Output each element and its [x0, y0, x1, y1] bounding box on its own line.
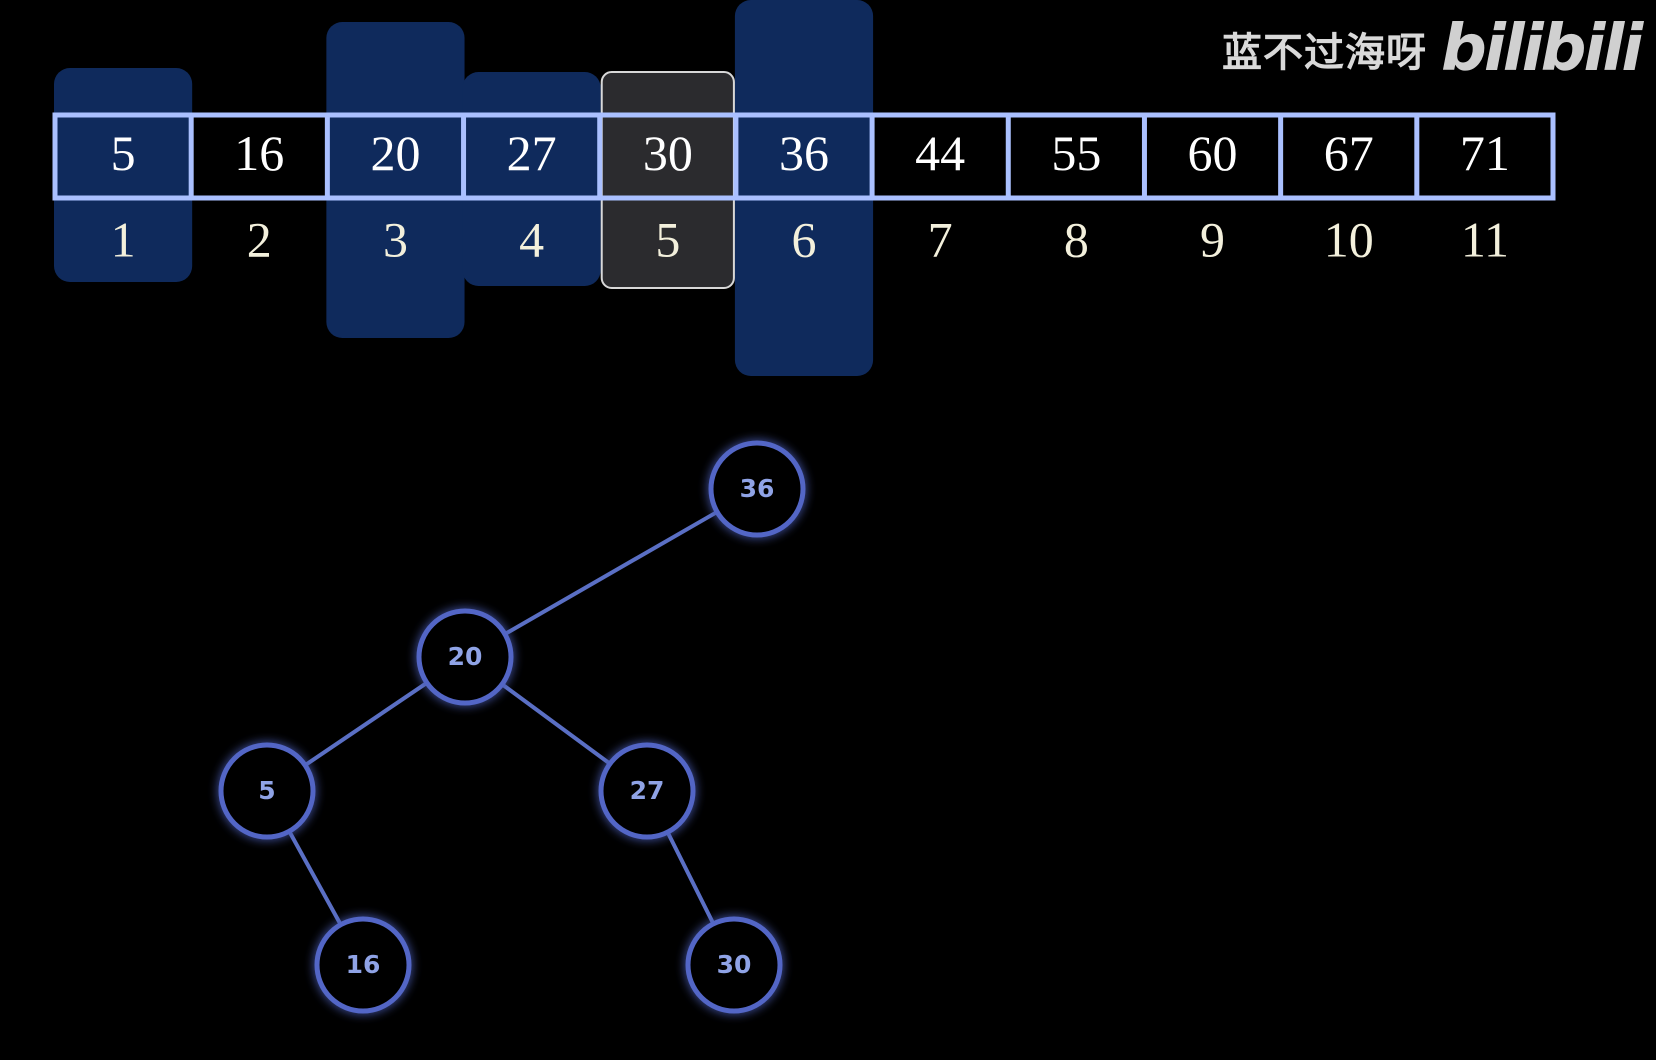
tree-node-label: 5 — [258, 776, 275, 805]
tree-node-label: 36 — [740, 474, 775, 503]
tree-node-label: 16 — [346, 950, 381, 979]
tree-node-label: 27 — [630, 776, 665, 805]
tree-node-label: 20 — [448, 642, 483, 671]
array-cell-value: 55 — [1051, 125, 1101, 181]
array-cell-value: 60 — [1188, 125, 1238, 181]
tree-node-circle — [416, 608, 514, 706]
array-cell-value: 5 — [111, 125, 136, 181]
tree-node-circle — [218, 742, 316, 840]
array-cell-index: 5 — [655, 211, 680, 267]
array-cell-value: 36 — [779, 125, 829, 181]
array-cell-index: 11 — [1461, 211, 1509, 267]
tree-node-label: 30 — [717, 950, 752, 979]
array-cell-value: 20 — [370, 125, 420, 181]
array-cell-index: 3 — [383, 211, 408, 267]
tree-nodes: 36 20 5 27 16 30 — [218, 440, 806, 1014]
array-cell-index: 7 — [928, 211, 953, 267]
array-highlight-layer — [54, 0, 874, 376]
tree-edge-n20-n5 — [303, 680, 429, 768]
tree-node: 36 — [708, 440, 806, 538]
watermark: 蓝不过海呀 bilibili — [1222, 12, 1643, 86]
array-cell-index: 9 — [1200, 211, 1225, 267]
array-cell-value: 67 — [1324, 125, 1374, 181]
array-cell-index: 8 — [1064, 211, 1089, 267]
array-cell-index: 4 — [519, 211, 544, 267]
tree-node: 16 — [314, 916, 412, 1014]
tree-node-circle — [314, 916, 412, 1014]
sorted-array: 5 1 16 2 20 3 27 4 30 5 36 6 44 7 55 8 60 9 67 10 71 11 — [52, 112, 1556, 267]
tree-node: 27 — [598, 742, 696, 840]
array-cell-value: 71 — [1460, 125, 1510, 181]
visited-highlight-3 — [326, 22, 465, 338]
visited-highlight-4 — [462, 72, 601, 286]
array-cell-value: 44 — [915, 125, 965, 181]
tree-node: 20 — [416, 608, 514, 706]
array-cell-index: 6 — [792, 211, 817, 267]
tree-edge-n5-n16 — [287, 829, 343, 927]
tree-edge-n27-n30 — [665, 830, 716, 926]
array-border — [52, 112, 1556, 201]
array-cell-index: 1 — [111, 211, 136, 267]
watermark-channel-name: 蓝不过海呀 — [1222, 30, 1427, 76]
array-cell-index: 2 — [247, 211, 272, 267]
visited-highlight-1 — [54, 68, 193, 282]
tree-node: 30 — [685, 916, 783, 1014]
visited-highlight-6 — [734, 0, 874, 376]
tree-edge-n20-n27 — [500, 682, 612, 766]
tree-edge-n36-n20 — [502, 509, 720, 637]
bilibili-logo: bilibili — [1441, 12, 1643, 86]
tree-edges — [287, 509, 720, 927]
tree-node-circle — [708, 440, 806, 538]
tree-node: 5 — [218, 742, 316, 840]
tree-node-circle — [685, 916, 783, 1014]
array-cell-index: 10 — [1324, 211, 1374, 267]
array-cell-value: 30 — [643, 125, 693, 181]
array-cell-value: 16 — [234, 125, 284, 181]
array-cell-value: 27 — [507, 125, 557, 181]
tree-node-circle — [598, 742, 696, 840]
